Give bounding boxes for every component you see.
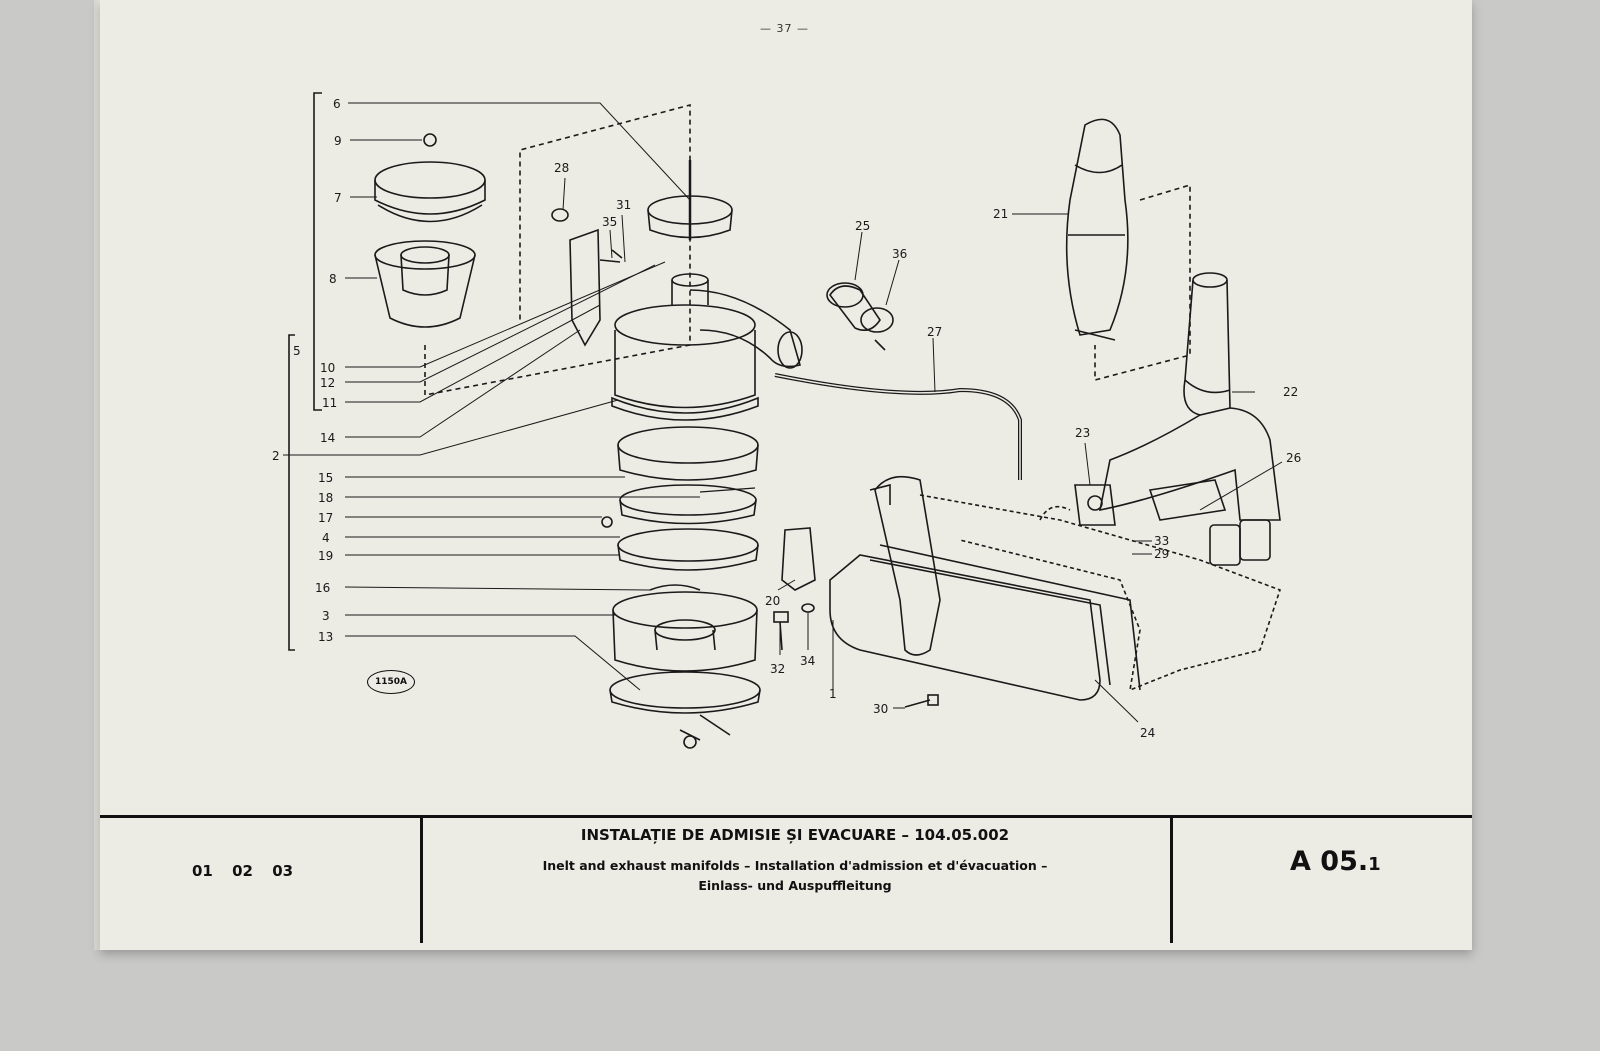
callout-17: 17 xyxy=(318,511,333,525)
callout-12: 12 xyxy=(320,376,335,390)
callout-27: 27 xyxy=(927,325,942,339)
callout-32: 32 xyxy=(770,662,785,676)
callout-31: 31 xyxy=(616,198,631,212)
page-edge xyxy=(94,0,104,950)
callout-15: 15 xyxy=(318,471,333,485)
callout-19: 19 xyxy=(318,549,333,563)
callout-10: 10 xyxy=(320,361,335,375)
sheet-code-main: A 05. xyxy=(1290,846,1369,877)
figure-reference-stamp: 1150A xyxy=(367,670,415,694)
callout-25: 25 xyxy=(855,219,870,233)
callout-29: 29 xyxy=(1154,547,1169,561)
callout-14: 14 xyxy=(320,431,335,445)
callout-7: 7 xyxy=(334,191,342,205)
callout-5: 5 xyxy=(293,344,301,358)
sheet-code: A 05.1 xyxy=(1290,846,1381,877)
callout-36: 36 xyxy=(892,247,907,261)
callout-26: 26 xyxy=(1286,451,1301,465)
callout-20: 20 xyxy=(765,594,780,608)
callout-18: 18 xyxy=(318,491,333,505)
callout-8: 8 xyxy=(329,272,337,286)
document-page xyxy=(100,0,1472,950)
title-block-codes-cell: 01 02 03 xyxy=(100,818,423,943)
callout-13: 13 xyxy=(318,630,333,644)
callout-22: 22 xyxy=(1283,385,1298,399)
drawing-subtitle-translations: Inelt and exhaust manifolds – Installati… xyxy=(542,858,1048,873)
title-block-title-cell: INSTALAȚIE DE ADMISIE ȘI EVACUARE – 104.… xyxy=(420,818,1173,943)
callout-2: 2 xyxy=(272,449,280,463)
callout-33: 33 xyxy=(1154,534,1169,548)
callout-11: 11 xyxy=(322,396,337,410)
callout-23: 23 xyxy=(1075,426,1090,440)
callout-9: 9 xyxy=(334,134,342,148)
callout-21: 21 xyxy=(993,207,1008,221)
callout-28: 28 xyxy=(554,161,569,175)
callout-6: 6 xyxy=(333,97,341,111)
callout-24: 24 xyxy=(1140,726,1155,740)
callout-35: 35 xyxy=(602,215,617,229)
title-block-sheet-cell: A 05.1 xyxy=(1170,818,1472,943)
callout-1: 1 xyxy=(829,687,837,701)
callout-4: 4 xyxy=(322,531,330,545)
model-codes: 01 02 03 xyxy=(192,862,294,880)
title-block: 01 02 03 INSTALAȚIE DE ADMISIE ȘI EVACUA… xyxy=(100,815,1472,943)
sheet-code-suffix: 1 xyxy=(1368,854,1381,875)
drawing-subtitle-german: Einlass- und Auspuffleitung xyxy=(698,878,892,893)
callout-34: 34 xyxy=(800,654,815,668)
callout-3: 3 xyxy=(322,609,330,623)
page-number: — 37 — xyxy=(760,22,809,35)
callout-16: 16 xyxy=(315,581,330,595)
callout-30: 30 xyxy=(873,702,888,716)
drawing-title: INSTALAȚIE DE ADMISIE ȘI EVACUARE – 104.… xyxy=(580,826,1010,844)
